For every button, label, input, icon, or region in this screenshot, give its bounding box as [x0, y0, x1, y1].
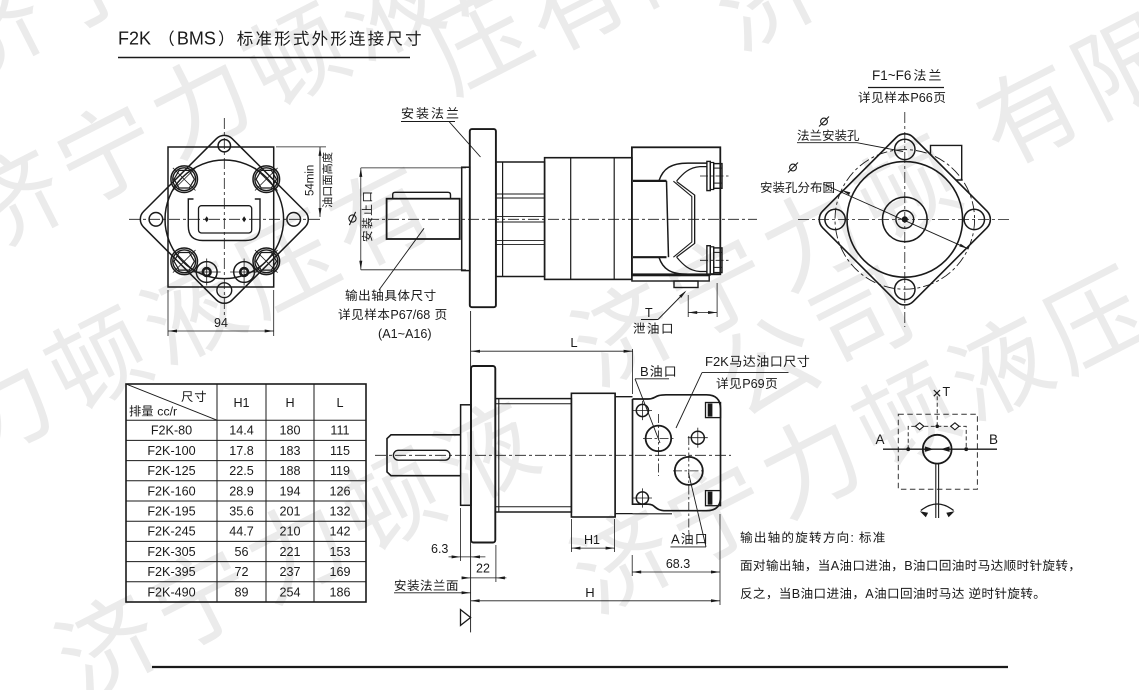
svg-text:28.9: 28.9 — [229, 484, 254, 498]
svg-text:254: 254 — [279, 585, 300, 599]
svg-text:H: H — [285, 396, 294, 410]
svg-text:H1: H1 — [233, 396, 249, 410]
svg-text:F2K-195: F2K-195 — [147, 505, 195, 519]
svg-text:(A1~A16): (A1~A16) — [378, 327, 432, 341]
svg-text::: : — [850, 531, 854, 545]
svg-text:H1: H1 — [584, 533, 600, 547]
svg-text:P67/68: P67/68 — [390, 308, 430, 322]
svg-text:H: H — [585, 585, 594, 600]
svg-text:B: B — [792, 587, 800, 601]
svg-text:A: A — [671, 532, 680, 547]
svg-text:L: L — [336, 396, 343, 410]
svg-text:22.5: 22.5 — [229, 464, 254, 478]
svg-text:210: 210 — [279, 525, 300, 539]
svg-text:P69: P69 — [742, 377, 764, 391]
svg-text:169: 169 — [329, 565, 350, 579]
svg-text:54min: 54min — [305, 165, 317, 196]
svg-text:A: A — [875, 432, 884, 447]
svg-text:186: 186 — [329, 585, 350, 599]
svg-text:201: 201 — [279, 505, 300, 519]
svg-text:6.3: 6.3 — [431, 542, 448, 556]
svg-text:A: A — [831, 559, 840, 573]
svg-text:A: A — [865, 587, 874, 601]
svg-text:B: B — [989, 432, 998, 447]
svg-text:94: 94 — [214, 316, 228, 330]
svg-text:153: 153 — [329, 545, 350, 559]
svg-text:194: 194 — [279, 484, 300, 498]
svg-text:188: 188 — [279, 464, 300, 478]
svg-text:F2K-125: F2K-125 — [147, 464, 195, 478]
svg-text:F2K-80: F2K-80 — [151, 424, 192, 438]
svg-text:P66: P66 — [910, 91, 932, 105]
svg-text:F2K-490: F2K-490 — [147, 585, 195, 599]
svg-text:BMS: BMS — [177, 29, 216, 49]
svg-text:F2K: F2K — [118, 29, 151, 49]
svg-text:119: 119 — [330, 464, 350, 478]
svg-text:F2K-245: F2K-245 — [147, 525, 195, 539]
svg-text:142: 142 — [329, 525, 350, 539]
svg-text:T: T — [943, 385, 951, 399]
svg-text:F2K-305: F2K-305 — [147, 545, 195, 559]
svg-text:72: 72 — [234, 565, 248, 579]
svg-text:B: B — [904, 559, 912, 573]
svg-text:22: 22 — [476, 562, 490, 576]
svg-text:F2K-160: F2K-160 — [147, 484, 195, 498]
svg-text:B: B — [640, 364, 649, 379]
svg-text:cc/r: cc/r — [157, 405, 177, 419]
svg-text:180: 180 — [279, 424, 300, 438]
svg-text:89: 89 — [234, 585, 248, 599]
svg-text:56: 56 — [234, 545, 248, 559]
svg-text:115: 115 — [330, 444, 350, 458]
svg-text:237: 237 — [279, 565, 300, 579]
svg-text:F2K: F2K — [705, 354, 729, 369]
svg-text:68.3: 68.3 — [666, 557, 690, 571]
svg-text:F1~F6: F1~F6 — [872, 68, 911, 83]
svg-text:F2K-100: F2K-100 — [147, 444, 195, 458]
svg-text:132: 132 — [329, 505, 350, 519]
svg-text:F2K-395: F2K-395 — [147, 565, 195, 579]
svg-text:L: L — [570, 335, 577, 350]
svg-text:14.4: 14.4 — [229, 424, 254, 438]
svg-text:221: 221 — [279, 545, 300, 559]
svg-text:44.7: 44.7 — [229, 525, 254, 539]
svg-text:126: 126 — [329, 484, 350, 498]
svg-text:35.6: 35.6 — [229, 505, 254, 519]
svg-text:111: 111 — [330, 424, 349, 438]
svg-text:183: 183 — [279, 444, 300, 458]
svg-text:T: T — [645, 306, 653, 320]
svg-text:17.8: 17.8 — [229, 444, 254, 458]
